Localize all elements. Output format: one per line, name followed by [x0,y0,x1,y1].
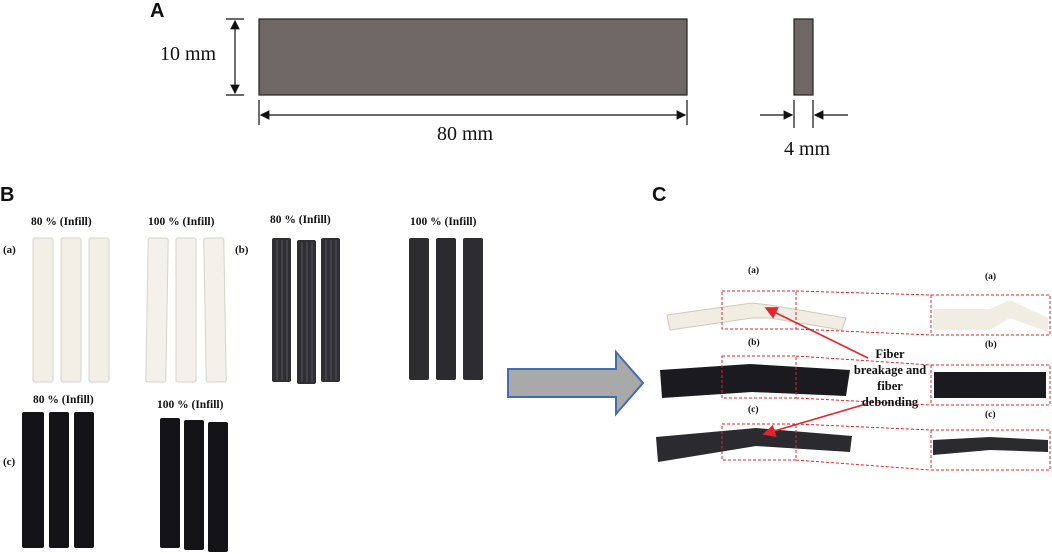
bent-tag-a-left: (a) [748,266,760,276]
zoom-box-b-left [721,355,797,399]
sample-tag-a: (a) [3,244,16,256]
zoom-view-b [934,372,1046,398]
sample-b-100-infill [409,238,483,380]
infill-label-a-80: 80 % (Infill) [31,216,92,228]
sample-b-80-infill [272,238,340,384]
bent-sample-c [656,428,852,462]
annotation-arrow-bottom [762,403,867,437]
bent-tag-a-right: (a) [985,272,997,282]
process-arrow [507,349,645,417]
zoom-box-c-right [930,429,1051,471]
panel-label-c: C [652,184,667,206]
zoom-box-c-left [721,423,797,461]
annotation-line-4: debonding [861,395,919,409]
infill-label-a-100: 100 % (Infill) [148,216,215,228]
length-label: 80 mm [437,123,494,145]
bent-sample-b [660,364,850,398]
zoom-box-b-right [930,364,1051,406]
zoom-box-a-left [721,290,797,330]
specimen-front-view [258,18,688,96]
bent-tag-b-left: (b) [748,338,760,348]
annotation-line-1: Fiber [875,347,905,361]
annotation-line-3: fiber [877,379,903,393]
infill-label-b-100: 100 % (Infill) [410,216,477,228]
sample-a-80-infill [32,237,110,383]
specimen-side-view [793,18,814,96]
annotation-arrow-top [764,307,869,359]
zoom-view-c [933,437,1048,455]
infill-label-c-100: 100 % (Infill) [157,399,224,411]
failure-annotation: Fiber breakage and fiber debonding [842,346,938,410]
sample-a-100-infill [145,237,227,383]
bent-tag-c-left: (c) [748,405,759,415]
sample-c-80-infill [22,412,94,548]
bent-sample-a [666,302,847,331]
bent-tag-c-right: (c) [985,410,996,420]
infill-label-c-80: 80 % (Infill) [33,394,94,406]
zoom-box-a-right [930,294,1051,336]
zoom-view-a [933,300,1048,332]
panel-label-b: B [0,184,15,206]
sample-c-100-infill [160,418,228,552]
annotation-line-2: breakage and [853,363,927,377]
panel-label-a: A [150,0,165,22]
sample-tag-b: (b) [235,244,249,256]
infill-label-b-80: 80 % (Infill) [270,214,331,226]
bent-tag-b-right: (b) [985,340,997,350]
sample-tag-c: (c) [3,456,16,468]
thickness-label: 4 mm [784,138,831,160]
height-label: 10 mm [160,43,217,65]
